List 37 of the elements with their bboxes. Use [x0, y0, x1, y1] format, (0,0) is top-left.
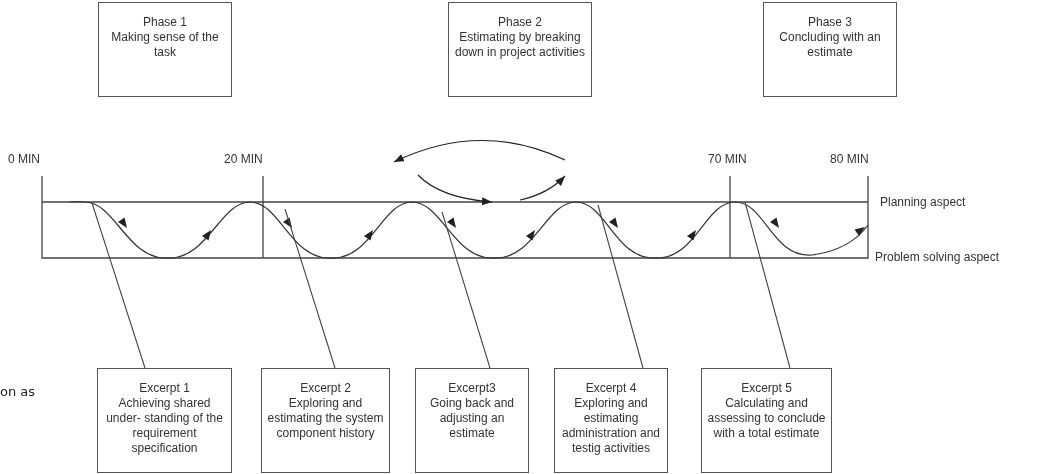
leader-line [744, 201, 791, 369]
text-fragment: on as [0, 383, 36, 401]
leader-line [597, 204, 644, 369]
time-label: 70 MIN [708, 151, 747, 168]
phase-box [763, 2, 897, 97]
box-heading: Excerpt 1 [139, 381, 190, 396]
box-description: Going back and adjusting an estimate [428, 396, 516, 441]
box-heading: Excerpt 4 [585, 381, 637, 396]
phase-box [98, 2, 232, 97]
box-description: Exploring and estimating administration and testig activities [560, 396, 662, 456]
excerpt-box [415, 368, 529, 473]
box-description: Concluding with an estimate [778, 30, 882, 60]
excerpt-box [554, 368, 668, 473]
phase-box [448, 2, 592, 97]
box-description: Estimating by breaking down in project activities [453, 30, 587, 60]
box-heading: Excerpt 2 [300, 381, 351, 396]
wave-drawing [69, 200, 869, 259]
leader-line [441, 211, 491, 369]
box-heading: Excerpt3 [448, 381, 496, 396]
box-description: Exploring and estimating the system component history [266, 396, 385, 441]
time-label: 0 MIN [8, 151, 40, 168]
box-heading: Phase 3 [807, 15, 852, 30]
time-label: 80 MIN [830, 151, 869, 168]
excerpt-box [261, 368, 390, 473]
excerpt-box [701, 368, 832, 473]
box-description: Achieving shared under- standing of the requirement specification [105, 396, 224, 456]
box-heading: Excerpt 5 [741, 381, 792, 396]
aspect-label: Problem solving aspect [875, 249, 1000, 266]
leader-line [91, 202, 146, 369]
box-heading: Phase 2 [497, 15, 542, 30]
box-heading: Phase 1 [142, 15, 187, 30]
leader-line [284, 208, 336, 369]
time-label: 20 MIN [224, 151, 263, 168]
aspect-label: Planning aspect [880, 194, 966, 211]
box-description: Making sense of the task [110, 30, 220, 60]
excerpt-box [97, 368, 232, 473]
box-description: Calculating and assessing to conclude with a total estimate [706, 396, 827, 441]
